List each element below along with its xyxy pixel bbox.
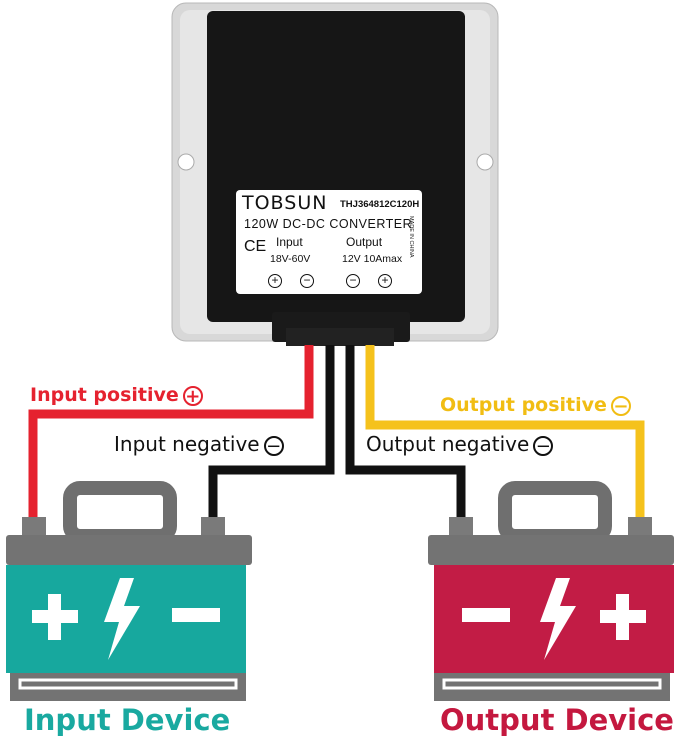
- input-battery-minus-sign: [172, 608, 220, 622]
- terminal-input-minus-icon: −: [300, 274, 314, 288]
- output-battery-lid: [428, 535, 674, 565]
- minus-circle-icon: −: [533, 435, 554, 456]
- wire-output-positive: [365, 345, 645, 520]
- converter-label-plate: TOBSUN THJ364812C120H 120W DC-DC CONVERT…: [236, 190, 422, 294]
- output-positive-label: Output positive−: [440, 394, 631, 416]
- wire-output-negative: [345, 345, 466, 520]
- wire-input-positive: [28, 345, 314, 520]
- brand-name: TOBSUN: [242, 192, 328, 214]
- made-in-label: MADE IN CHINA: [408, 216, 414, 258]
- output-battery-base-rail: [442, 678, 662, 690]
- output-positive-text: Output positive: [440, 394, 607, 416]
- terminal-output-plus-icon: +: [378, 274, 392, 288]
- wire-input-negative: [208, 345, 335, 520]
- ce-mark: CE: [244, 238, 267, 255]
- minus-circle-icon: −: [263, 435, 284, 456]
- output-negative-text: Output negative: [366, 432, 530, 456]
- input-battery: [6, 481, 252, 701]
- output-spec-range: 12V 10Amax: [342, 253, 403, 265]
- input-negative-text: Input negative: [114, 432, 260, 456]
- output-spec-label: Output: [346, 235, 383, 249]
- output-negative-label: Output negative−: [366, 432, 554, 456]
- output-battery-minus-sign: [462, 608, 510, 622]
- input-battery-lid: [6, 535, 252, 565]
- output-battery-handle: [498, 481, 612, 543]
- output-battery-bolt-icon: [540, 578, 576, 660]
- input-positive-text: Input positive: [30, 384, 179, 406]
- input-positive-label: Input positive+: [30, 384, 203, 406]
- output-battery-terminal-positive: [628, 517, 652, 535]
- input-spec-range: 18V-60V: [270, 253, 311, 265]
- input-battery-terminal-negative: [201, 517, 225, 535]
- input-spec-label: Input: [276, 235, 303, 249]
- mounting-hole-right: [476, 153, 494, 171]
- input-negative-label: Input negative−: [114, 432, 284, 456]
- terminal-input-plus-icon: +: [268, 274, 282, 288]
- output-device-label: Output Device: [440, 703, 674, 737]
- input-battery-plus-sign-v: [48, 594, 61, 640]
- minus-circle-icon: −: [610, 395, 631, 416]
- output-battery-plus-sign-v: [616, 594, 629, 640]
- input-battery-terminal-positive: [22, 517, 46, 535]
- model-number: THJ364812C120H: [340, 199, 420, 210]
- converter-title: 120W DC-DC CONVERTER: [244, 217, 413, 231]
- mounting-hole-left: [177, 153, 195, 171]
- cable-gland-cap: [286, 328, 394, 346]
- input-device-label: Input Device: [24, 703, 231, 737]
- plus-circle-icon: +: [182, 385, 203, 406]
- output-battery: [428, 481, 674, 701]
- input-battery-base-rail: [18, 678, 238, 690]
- input-battery-handle: [63, 481, 177, 543]
- output-battery-terminal-negative: [449, 517, 473, 535]
- terminal-output-minus-icon: −: [346, 274, 360, 288]
- input-battery-bolt-icon: [104, 578, 140, 660]
